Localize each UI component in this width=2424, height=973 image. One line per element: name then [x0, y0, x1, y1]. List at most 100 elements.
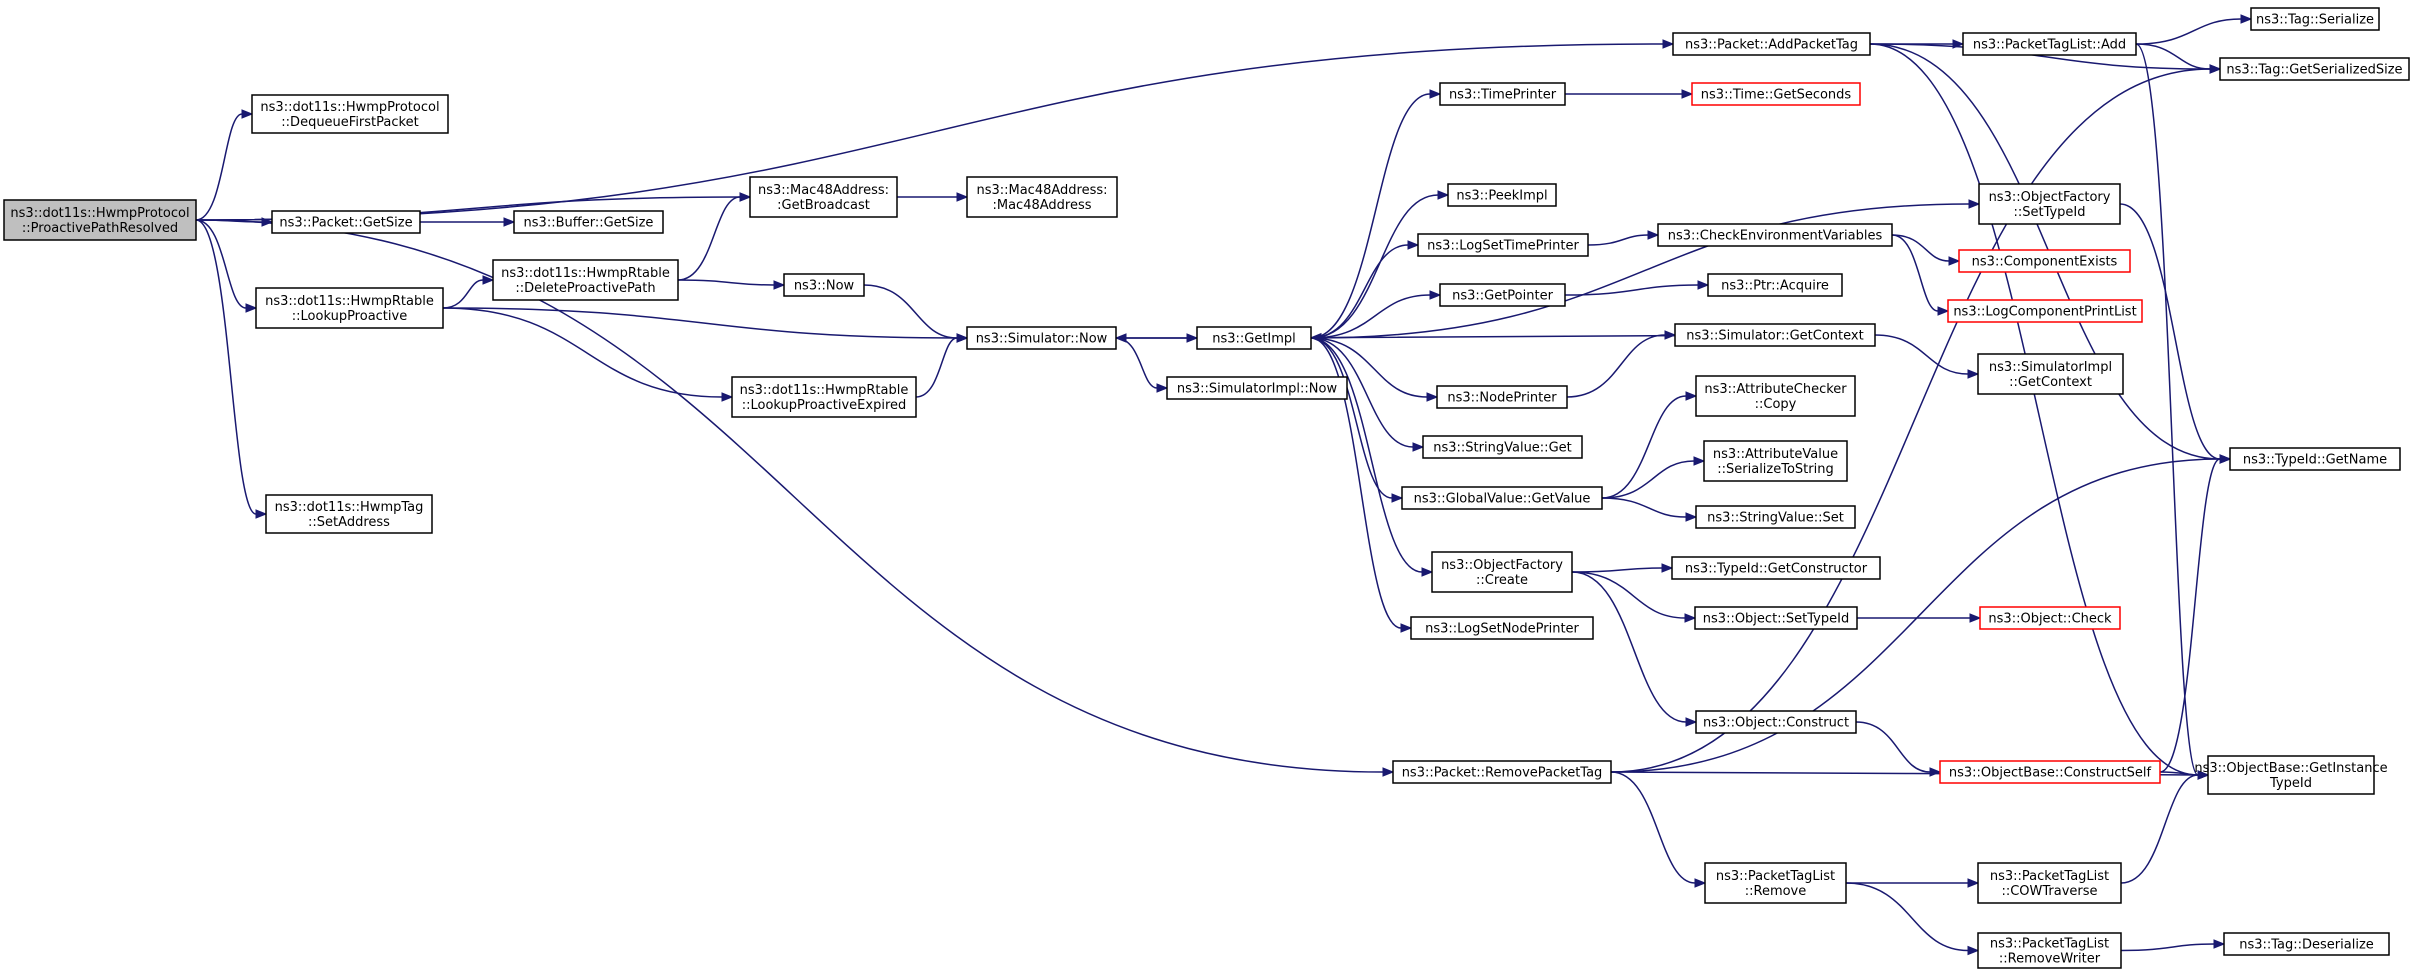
graph-node-ptracquire[interactable]: ns3::Ptr::Acquire	[1707, 273, 1843, 297]
arrowhead-icon	[1647, 230, 1660, 240]
arrowhead-icon	[1967, 878, 1980, 888]
graph-node-removepackettag[interactable]: ns3::Packet::RemovePacketTag	[1392, 760, 1612, 784]
call-edge-line	[1891, 234, 1950, 262]
call-edge	[1310, 89, 1442, 339]
graph-node-typeidgetname[interactable]: ns3::TypeId::GetName	[2229, 447, 2401, 471]
call-edge	[442, 275, 495, 309]
graph-node-logsetnode[interactable]: ns3::LogSetNodePrinter	[1410, 616, 1594, 640]
node-label: ns3::PacketTagList	[1990, 869, 2109, 884]
graph-node-logsettime[interactable]: ns3::LogSetTimePrinter	[1417, 233, 1589, 257]
graph-node-getsize[interactable]: ns3::Packet::GetSize	[271, 210, 421, 234]
graph-node-simimplgetcontext[interactable]: ns3::SimulatorImpl::GetContext	[1977, 353, 2124, 395]
graph-node-taggetsersize[interactable]: ns3::Tag::GetSerializedSize	[2219, 57, 2410, 81]
graph-node-mac48[interactable]: ns3::Mac48Address::Mac48Address	[966, 176, 1118, 218]
graph-node-getbroadcast[interactable]: ns3::Mac48Address::GetBroadcast	[749, 176, 898, 218]
graph-node-compexists[interactable]: ns3::ComponentExists	[1958, 249, 2131, 273]
graph-node-peekimpl[interactable]: ns3::PeekImpl	[1447, 183, 1557, 207]
call-edge	[1566, 330, 1677, 398]
graph-node-getseconds[interactable]: ns3::Time::GetSeconds	[1691, 82, 1861, 106]
graph-node-ptladd[interactable]: ns3::PacketTagList::Add	[1962, 32, 2137, 56]
node-label: ns3::PacketTagList	[1990, 937, 2109, 952]
call-edge	[195, 109, 254, 221]
arrowhead-icon	[1929, 767, 1942, 777]
arrowhead-icon	[1967, 945, 1980, 956]
graph-node-buffergetsize[interactable]: ns3::Buffer::GetSize	[513, 210, 664, 234]
graph-node-tagdeser[interactable]: ns3::Tag::Deserialize	[2223, 932, 2390, 956]
graph-node-deleteproactive[interactable]: ns3::dot11s::HwmpRtable::DeleteProactive…	[492, 259, 679, 301]
graph-node-dequeue[interactable]: ns3::dot11s::HwmpProtocol::DequeueFirstP…	[251, 94, 449, 134]
node-label: ns3::Simulator::GetContext	[1686, 329, 1863, 344]
graph-node-ptlremove[interactable]: ns3::PacketTagList::Remove	[1704, 862, 1847, 904]
graph-node-timeprinter[interactable]: ns3::TimePrinter	[1439, 82, 1566, 106]
graph-node-objconstruct[interactable]: ns3::Object::Construct	[1695, 710, 1857, 734]
graph-node-removewriter[interactable]: ns3::PacketTagList::RemoveWriter	[1977, 932, 2122, 969]
node-box	[749, 176, 898, 218]
arrowhead-icon	[1426, 392, 1439, 402]
arrowhead-icon	[1685, 391, 1698, 401]
arrowhead-icon	[956, 192, 969, 202]
graph-node-objfactcreate[interactable]: ns3::ObjectFactory::Create	[1431, 551, 1573, 593]
graph-node-objcheck[interactable]: ns3::Object::Check	[1979, 606, 2121, 630]
graph-node-globalget[interactable]: ns3::GlobalValue::GetValue	[1401, 486, 1603, 510]
graph-node-lookupproactive[interactable]: ns3::dot11s::HwmpRtable::LookupProactive	[255, 287, 444, 329]
graph-node-simimplnow[interactable]: ns3::SimulatorImpl::Now	[1166, 376, 1348, 400]
graph-node-cowtraverse[interactable]: ns3::PacketTagList::COWTraverse	[1977, 862, 2122, 904]
graph-node-getconstructor[interactable]: ns3::TypeId::GetConstructor	[1671, 556, 1881, 580]
graph-node-attrcheckcopy[interactable]: ns3::AttributeChecker::Copy	[1695, 375, 1856, 417]
graph-node-tagser[interactable]: ns3::Tag::Serialize	[2250, 7, 2380, 31]
node-box	[1671, 556, 1881, 580]
graph-node-attrser[interactable]: ns3::AttributeValue::SerializeToString	[1703, 440, 1848, 482]
graph-node-objsettypeid[interactable]: ns3::Object::SetTypeId	[1694, 606, 1858, 630]
call-edge-line	[1115, 337, 1158, 389]
graph-node-simnow[interactable]: ns3::Simulator::Now	[966, 326, 1117, 350]
graph-node-getcontext[interactable]: ns3::Simulator::GetContext	[1674, 323, 1876, 347]
call-edge	[897, 192, 969, 202]
node-box	[1392, 760, 1612, 784]
call-edge	[195, 219, 1395, 777]
graph-node-constructself[interactable]: ns3::ObjectBase::ConstructSelf	[1939, 760, 2161, 784]
graph-node-objfactsettypeid[interactable]: ns3::ObjectFactory::SetTypeId	[1978, 183, 2121, 225]
node-label: ns3::dot11s::HwmpProtocol	[10, 206, 189, 221]
arrowhead-icon	[245, 303, 258, 313]
graph-node-getimpl[interactable]: ns3::GetImpl	[1196, 326, 1312, 350]
graph-node-nodeprinter[interactable]: ns3::NodePrinter	[1436, 385, 1568, 409]
arrowhead-icon	[1937, 306, 1950, 316]
graph-node-logcompprint[interactable]: ns3::LogComponentPrintList	[1947, 299, 2143, 323]
node-box	[1674, 323, 1876, 347]
call-edge	[1310, 190, 1450, 339]
call-edge-line	[1891, 234, 1939, 312]
call-edge	[2119, 203, 2232, 464]
call-edge-line	[1310, 203, 1970, 339]
call-edge-line	[195, 113, 243, 221]
arrowhead-icon	[956, 333, 969, 343]
graph-node-addpackettag[interactable]: ns3::Packet::AddPacketTag	[1672, 32, 1871, 56]
node-label: ::DequeueFirstPacket	[281, 115, 418, 130]
node-label: ::SetTypeId	[2013, 205, 2085, 220]
call-edge-line	[1571, 567, 1663, 573]
graph-node-checkenv[interactable]: ns3::CheckEnvironmentVariables	[1657, 223, 1893, 247]
graph-node-stringset[interactable]: ns3::StringValue::Set	[1695, 505, 1856, 529]
graph-node-hwmptag[interactable]: ns3::dot11s::HwmpTag::SetAddress	[265, 494, 433, 534]
graph-node-stringget[interactable]: ns3::StringValue::Get	[1422, 435, 1583, 459]
node-box	[255, 287, 444, 329]
node-box	[1703, 440, 1848, 482]
node-box	[513, 210, 664, 234]
node-label: ns3::dot11s::HwmpProtocol	[260, 100, 439, 115]
node-label: ns3::LogSetTimePrinter	[1427, 239, 1579, 254]
node-box	[1166, 376, 1348, 400]
graph-node-now[interactable]: ns3::Now	[783, 273, 865, 297]
call-edge	[677, 279, 786, 290]
node-label: ::DeleteProactivePath	[515, 281, 655, 296]
arrowhead-icon	[721, 392, 734, 402]
graph-node-lookupexpired[interactable]: ns3::dot11s::HwmpRtable::LookupProactive…	[731, 376, 917, 418]
node-box	[2229, 447, 2401, 471]
node-box	[1704, 862, 1847, 904]
call-edge	[1310, 199, 1981, 339]
node-box	[1939, 760, 2161, 784]
node-box	[1422, 435, 1583, 459]
node-label: ns3::Object::Construct	[1703, 716, 1849, 731]
node-box	[1962, 32, 2137, 56]
graph-node-getpointer[interactable]: ns3::GetPointer	[1439, 283, 1566, 307]
call-edge	[1587, 230, 1660, 246]
